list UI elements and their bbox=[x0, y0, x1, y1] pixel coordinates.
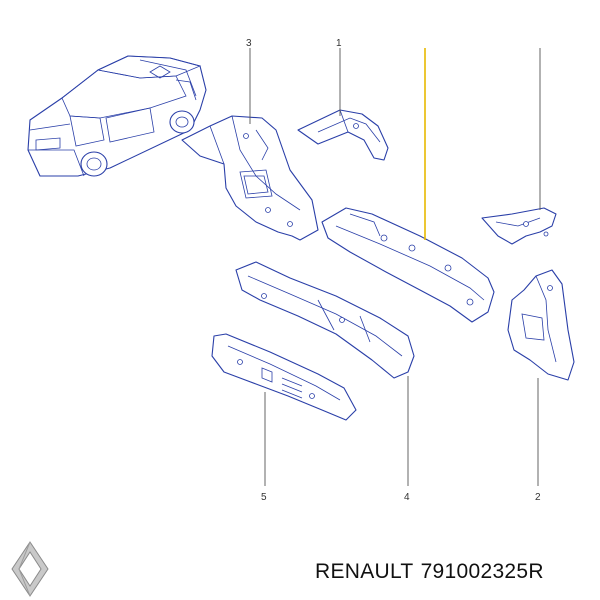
callout-numbers: 1 3 2 4 5 bbox=[246, 38, 541, 503]
part-3-illustration bbox=[181, 115, 319, 241]
part-reference: RENAULT 791002325R bbox=[315, 560, 551, 584]
part-5-illustration bbox=[211, 333, 357, 421]
part-1-illustration bbox=[297, 109, 389, 161]
callout-3: 3 bbox=[246, 38, 252, 49]
car-illustration bbox=[27, 55, 207, 177]
callout-4: 4 bbox=[404, 492, 410, 503]
part-4-illustration bbox=[235, 261, 415, 379]
callout-5: 5 bbox=[261, 492, 267, 503]
callout-1: 1 bbox=[336, 38, 342, 49]
right-bracket-illustration bbox=[481, 207, 557, 245]
brand-name: RENAULT bbox=[315, 560, 414, 583]
leader-lines bbox=[249, 48, 541, 486]
renault-diamond-logo bbox=[11, 541, 49, 597]
part-2-illustration bbox=[507, 269, 575, 381]
callout-2: 2 bbox=[535, 492, 541, 503]
part-number: 791002325R bbox=[420, 560, 544, 583]
main-rail-illustration bbox=[321, 207, 495, 323]
